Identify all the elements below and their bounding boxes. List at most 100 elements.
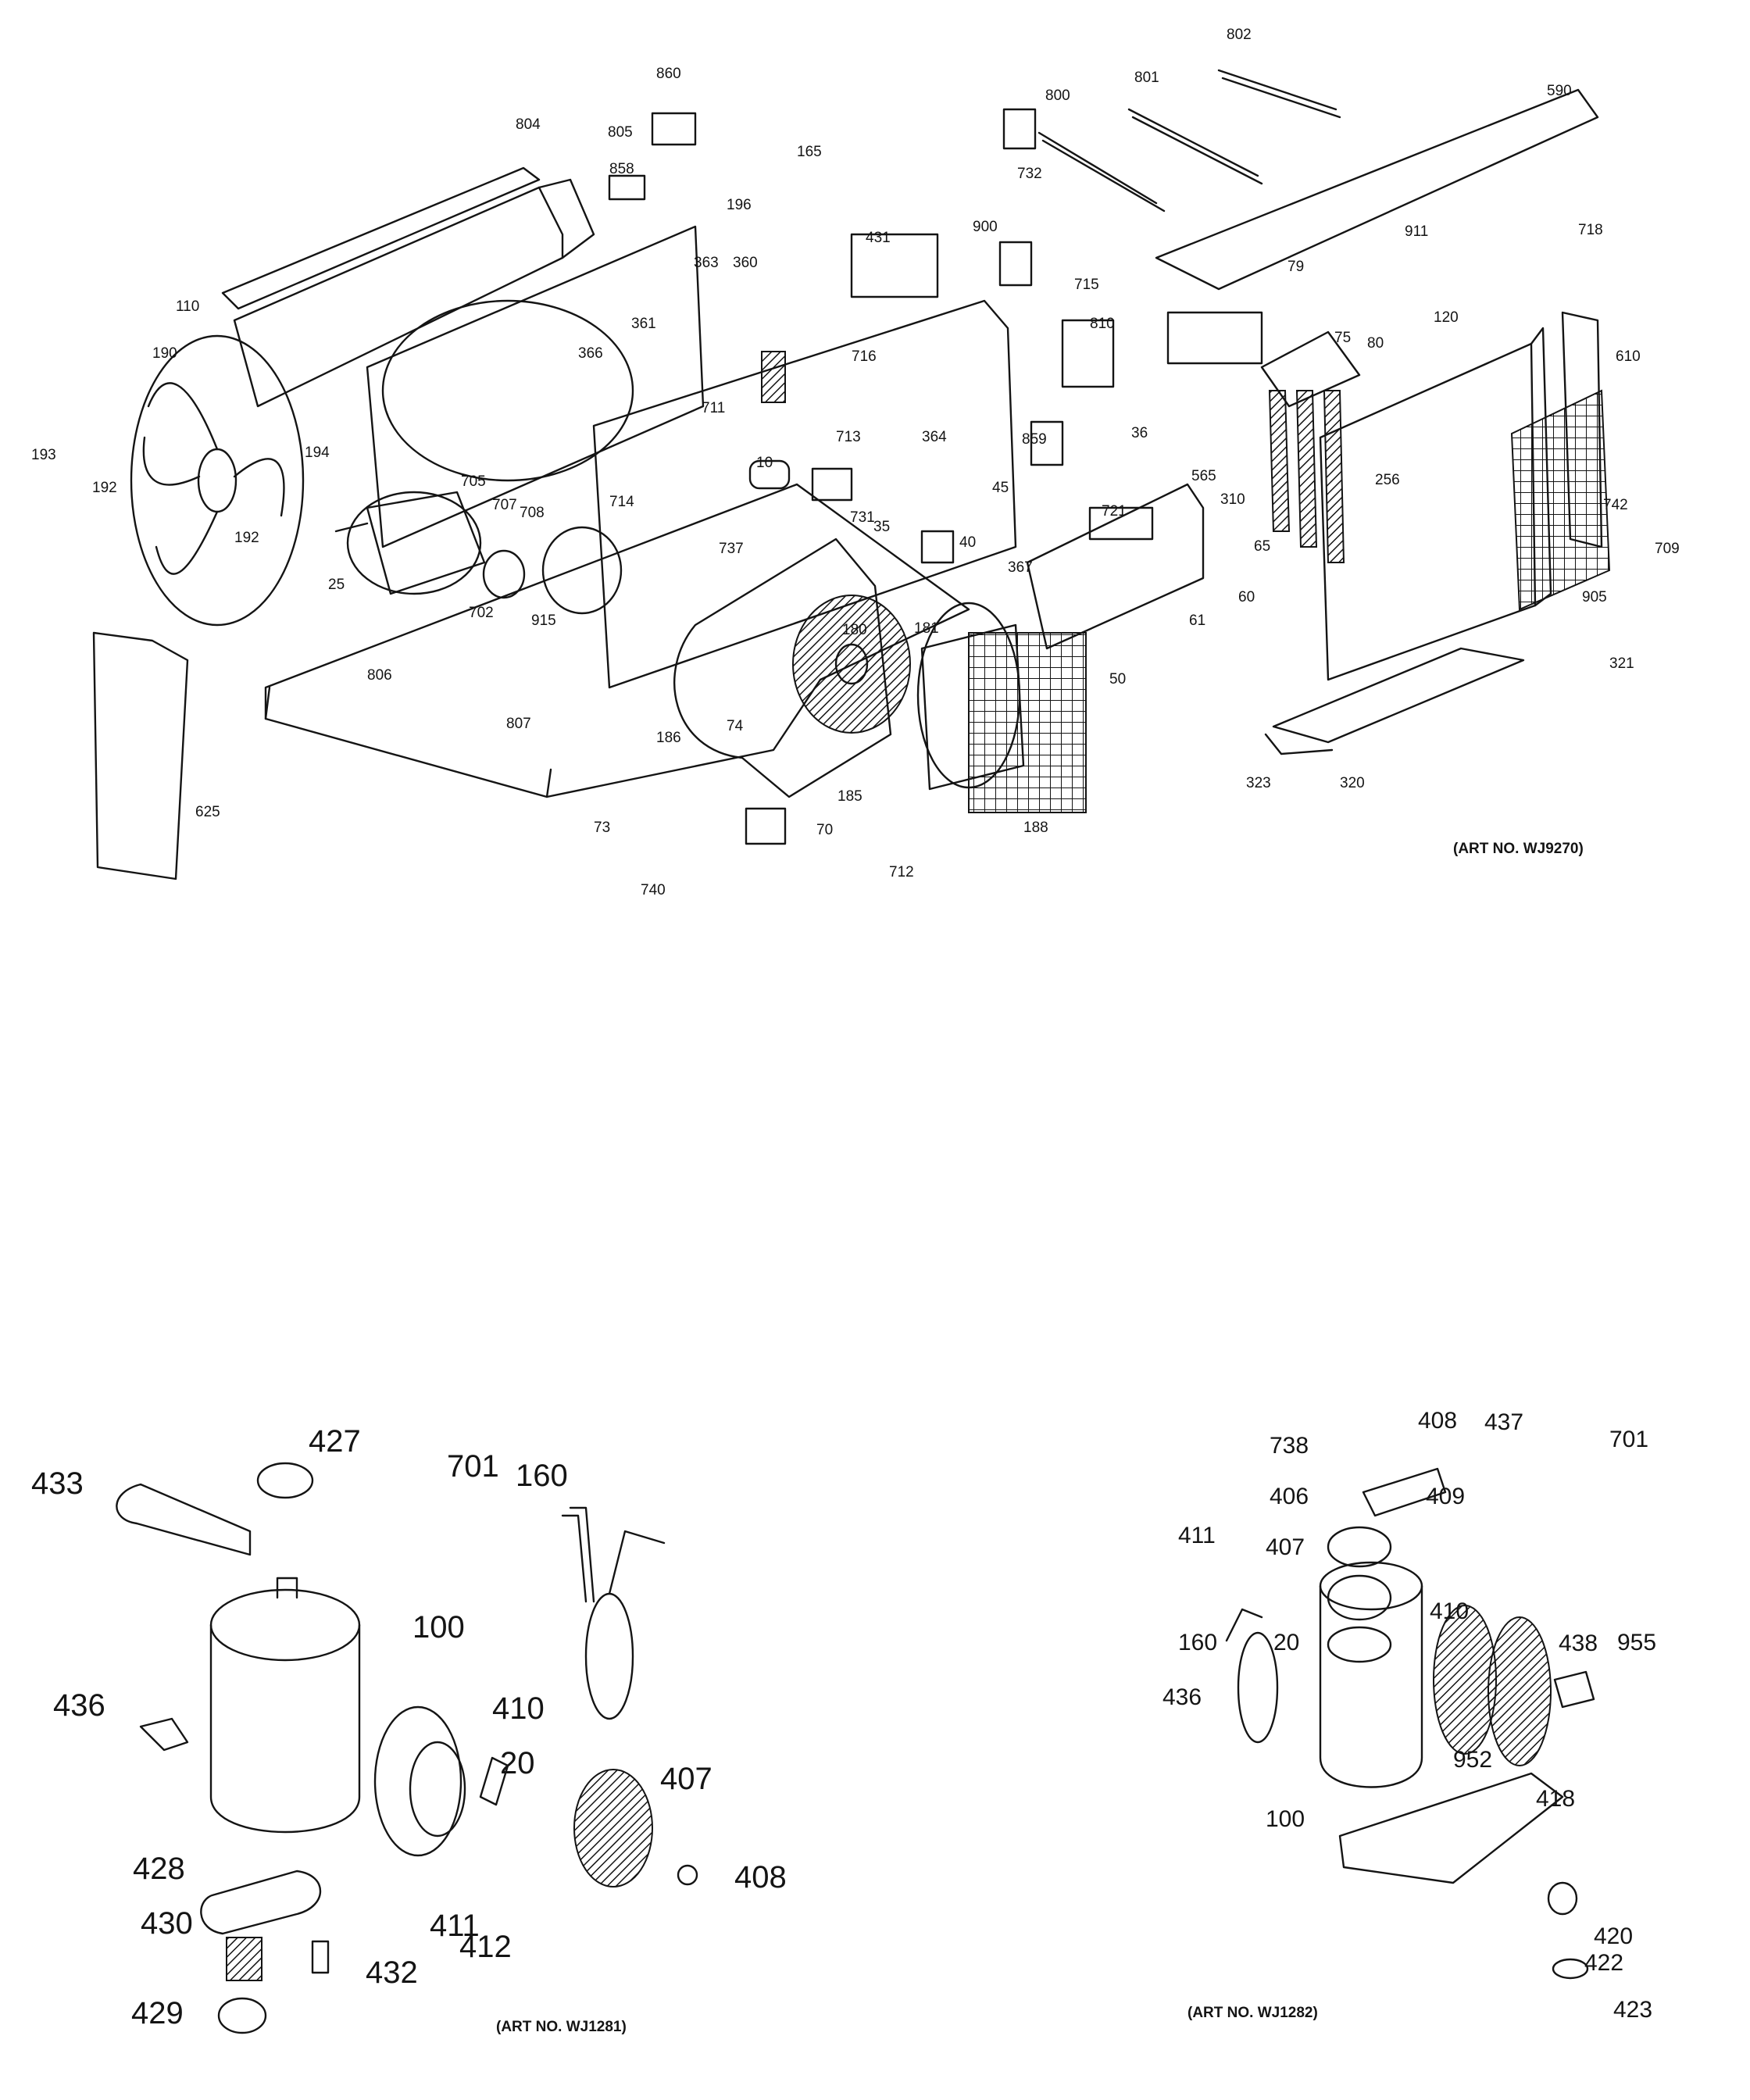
part-label: 430 — [141, 1906, 193, 1941]
part-label: 432 — [366, 1955, 418, 1990]
part-label: 75 — [1334, 330, 1351, 346]
part-label: 718 — [1578, 222, 1603, 238]
part-label: 160 — [516, 1459, 568, 1493]
part-label: 180 — [842, 622, 867, 638]
bracket-802 — [1217, 69, 1341, 119]
part-label: 409 — [1426, 1484, 1465, 1509]
fan-blade — [130, 334, 305, 627]
part-label: 742 — [1603, 497, 1628, 513]
control-panel — [1026, 483, 1205, 650]
bracket-801 — [1127, 108, 1263, 185]
part-label: 410 — [492, 1691, 545, 1726]
grommet-429 — [217, 1997, 267, 2034]
relay-block-2 — [651, 112, 697, 146]
base-pan — [264, 483, 970, 798]
part-label: 438 — [1559, 1630, 1598, 1656]
part-label: 160 — [1178, 1630, 1217, 1655]
accumulator-r — [1237, 1631, 1279, 1744]
panel-431 — [850, 233, 939, 298]
part-label: 10 — [756, 455, 773, 471]
part-label: 40 — [959, 534, 976, 551]
part-label: 74 — [727, 718, 744, 734]
part-label: 181 — [914, 620, 939, 637]
switch-859 — [1030, 420, 1064, 466]
part-label: 565 — [1191, 468, 1216, 484]
part-label: 20 — [500, 1746, 535, 1780]
filter — [1510, 389, 1611, 611]
part-label: 256 — [1375, 472, 1400, 488]
part-label: 165 — [797, 144, 822, 160]
part-label: 806 — [367, 667, 392, 684]
part-label: 807 — [506, 716, 531, 732]
part-label: 73 — [594, 820, 610, 836]
grommet — [256, 1462, 314, 1499]
part-label: 100 — [412, 1610, 465, 1645]
part-label: 100 — [1266, 1806, 1305, 1832]
part-label: 427 — [309, 1424, 361, 1459]
top-cover — [1155, 88, 1599, 291]
part-label: 110 — [176, 298, 199, 315]
part-label: 361 — [631, 316, 656, 332]
part-label: 731 — [850, 509, 875, 526]
grommet-420 — [1547, 1881, 1578, 1916]
strap — [139, 1717, 189, 1752]
compressor-assembly-left — [116, 1462, 698, 2034]
part-label: 721 — [1102, 503, 1127, 520]
part-label: 366 — [578, 345, 603, 362]
part-label: 60 — [1238, 589, 1255, 605]
clip — [479, 1756, 509, 1806]
part-label: 800 — [1045, 88, 1070, 104]
part-label: 702 — [469, 605, 494, 621]
part-label: 701 — [447, 1449, 499, 1484]
bracket-800 — [1038, 131, 1166, 212]
part-label: 61 — [1189, 612, 1205, 629]
capacitor-2 — [811, 467, 853, 502]
part-label: 310 — [1220, 491, 1245, 508]
heater-element — [1260, 330, 1361, 563]
part-label: 364 — [922, 429, 947, 445]
part-label: 431 — [866, 230, 891, 246]
switch-35 — [920, 530, 955, 564]
mounting-bracket — [116, 1483, 252, 1556]
part-label: 323 — [1246, 775, 1271, 791]
partition-panel — [592, 299, 1017, 689]
part-label: 708 — [520, 505, 545, 521]
part-label: 192 — [92, 480, 117, 496]
part-label: 50 — [1109, 671, 1126, 688]
part-label: 20 — [1273, 1630, 1299, 1655]
part-label: 423 — [1613, 1997, 1652, 2023]
relay-block — [608, 174, 646, 201]
part-label: 737 — [719, 541, 744, 557]
part-label: 905 — [1582, 589, 1607, 605]
drip-tray — [1264, 647, 1525, 755]
part-label: 120 — [1434, 309, 1459, 326]
part-label: 192 — [234, 530, 259, 546]
part-label: 801 — [1134, 70, 1159, 86]
base-plate — [1338, 1772, 1564, 1884]
part-label: 35 — [873, 519, 890, 535]
part-label: 900 — [973, 219, 998, 235]
blower-assembly — [673, 538, 911, 798]
part-label: 738 — [1270, 1433, 1309, 1459]
part-label: 408 — [1418, 1408, 1457, 1434]
part-label: 740 — [641, 882, 666, 898]
part-label: 321 — [1609, 655, 1634, 672]
part-label: 65 — [1254, 538, 1270, 555]
part-label: 410 — [1430, 1598, 1469, 1624]
caption-top: (ART NO. WJ9270) — [1453, 841, 1584, 857]
cover-406 — [1327, 1526, 1392, 1568]
part-label: 802 — [1227, 27, 1252, 43]
part-label: 590 — [1547, 83, 1572, 99]
part-label: 320 — [1340, 775, 1365, 791]
part-label: 412 — [459, 1930, 512, 1964]
cover-407 — [1327, 1574, 1392, 1621]
part-label: 190 — [152, 345, 177, 362]
top-assembly-drawing — [92, 69, 1611, 880]
part-label: 406 — [1270, 1484, 1309, 1509]
tube — [561, 1506, 595, 1603]
switch-45 — [1088, 506, 1154, 541]
terminal-cover — [373, 1705, 462, 1857]
foam-pad — [573, 1769, 653, 1888]
part-label: 433 — [31, 1466, 84, 1501]
part-label: 732 — [1017, 166, 1042, 182]
